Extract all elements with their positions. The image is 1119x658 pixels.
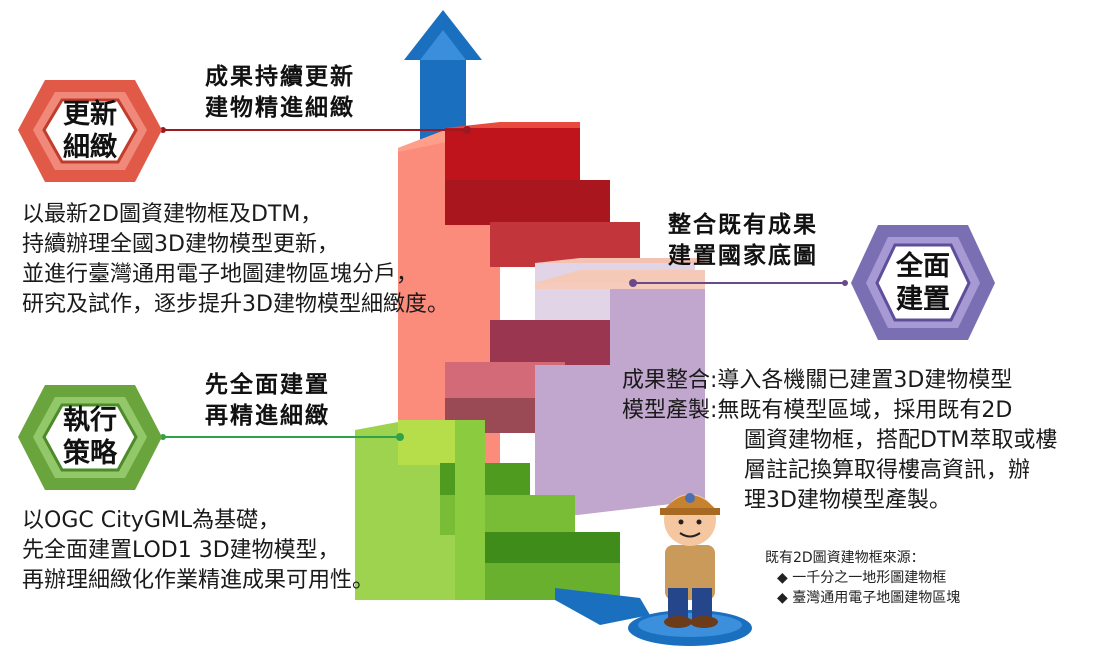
full-body-line: 成果整合:導入各機關已建置3D建物模型 bbox=[622, 368, 1013, 393]
blue-path bbox=[555, 588, 650, 625]
update-body-line: 以最新2D圖資建物框及DTM， bbox=[22, 202, 323, 227]
strategy-body: 以OGC CityGML為基礎， 先全面建置LOD1 3D建物模型， 再辦理細緻… bbox=[22, 506, 374, 596]
update-title-line2: 建物精進細緻 bbox=[205, 95, 355, 121]
update-title: 成果持續更新 建物精進細緻 bbox=[205, 62, 355, 124]
badge-full-line1: 全面 bbox=[896, 251, 950, 282]
full-body-line: 層註記換算取得樓高資訊，辦 bbox=[744, 458, 1031, 483]
update-body: 以最新2D圖資建物框及DTM， 持續辦理全國3D建物模型更新， 並進行臺灣通用電… bbox=[22, 200, 449, 320]
strategy-title-line1: 先全面建置 bbox=[205, 372, 330, 398]
red-staircase bbox=[398, 122, 705, 470]
badge-update-text: 更新 細緻 bbox=[50, 98, 130, 164]
purple-block bbox=[535, 270, 705, 520]
update-body-line: 並進行臺灣通用電子地圖建物區塊分戶， bbox=[22, 262, 419, 287]
strategy-title-line2: 再精進細緻 bbox=[205, 403, 330, 429]
source-note: 既有2D圖資建物框來源： ◆ 一千分之一地形圖建物框 ◆ 臺灣通用電子地圖建物區… bbox=[765, 548, 960, 608]
badge-full bbox=[851, 225, 995, 340]
connector-lines bbox=[160, 126, 848, 441]
full-body-line: 理3D建物模型產製。 bbox=[744, 488, 951, 513]
surveyor-mascot-icon bbox=[628, 493, 752, 646]
badge-update-line1: 更新 bbox=[63, 99, 117, 130]
badge-update-line2: 細緻 bbox=[63, 132, 117, 163]
source-note-title: 既有2D圖資建物框來源： bbox=[765, 550, 925, 566]
badge-strategy-text: 執行 策略 bbox=[50, 404, 130, 470]
badge-full-text: 全面 建置 bbox=[883, 250, 963, 316]
full-body-line: 圖資建物框，搭配DTM萃取或樓 bbox=[744, 428, 1058, 453]
badge-strategy bbox=[18, 385, 162, 490]
strategy-body-line: 以OGC CityGML為基礎， bbox=[22, 508, 281, 533]
badge-strategy-line1: 執行 bbox=[63, 405, 117, 436]
source-note-item: ◆ 臺灣通用電子地圖建物區塊 bbox=[777, 590, 961, 606]
badge-strategy-line2: 策略 bbox=[63, 438, 117, 469]
update-body-line: 持續辦理全國3D建物模型更新， bbox=[22, 232, 339, 257]
full-body: 成果整合:導入各機關已建置3D建物模型 模型產製:無既有模型區域，採用既有2D … bbox=[622, 366, 1057, 516]
green-staircase bbox=[355, 420, 620, 600]
source-note-item: ◆ 一千分之一地形圖建物框 bbox=[777, 570, 947, 586]
full-body-line: 模型產製:無既有模型區域，採用既有2D bbox=[622, 398, 1013, 423]
badge-update bbox=[18, 80, 162, 182]
strategy-body-line: 先全面建置LOD1 3D建物模型， bbox=[22, 538, 340, 563]
update-body-line: 研究及試作，逐步提升3D建物模型細緻度。 bbox=[22, 292, 449, 317]
full-title: 整合既有成果 建置國家底圖 bbox=[668, 210, 818, 272]
full-title-line2: 建置國家底圖 bbox=[668, 243, 818, 269]
strategy-title: 先全面建置 再精進細緻 bbox=[205, 370, 330, 432]
strategy-body-line: 再辦理細緻化作業精進成果可用性。 bbox=[22, 568, 375, 593]
full-title-line1: 整合既有成果 bbox=[668, 212, 818, 238]
badge-full-line2: 建置 bbox=[896, 284, 950, 315]
update-title-line1: 成果持續更新 bbox=[205, 64, 355, 90]
